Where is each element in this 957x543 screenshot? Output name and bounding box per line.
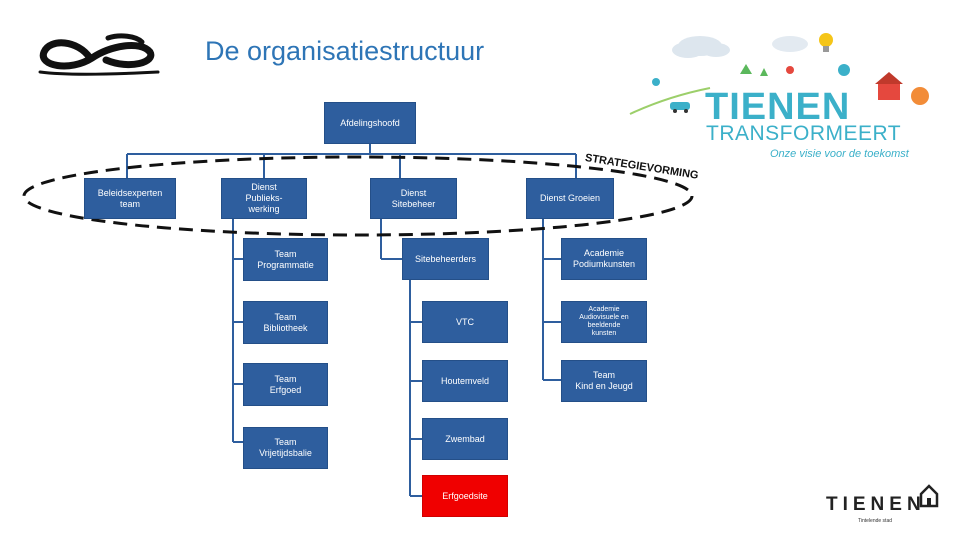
infinity-logo-icon	[38, 33, 160, 76]
tienen-campaign-illustration	[629, 33, 929, 115]
team-erfgoed: Team Erfgoed	[243, 363, 328, 406]
site-vtc: VTC	[422, 301, 508, 343]
team-vrijetijdsbalie: Team Vrijetijdsbalie	[243, 427, 328, 469]
site-houtemveld: Houtemveld	[422, 360, 508, 402]
dept-sitebeheer: Dienst Sitebeheer	[370, 178, 457, 219]
dept-publiekswerking: Dienst Publieks- werking	[221, 178, 307, 219]
dept-beleidsexperten: Beleidsexperten team	[84, 178, 176, 219]
academie-audiovisuele: Academie Audiovisuele en beeldende kunst…	[561, 301, 647, 343]
tienen-campaign-wordmark: TIENEN	[705, 86, 851, 128]
team-kind-en-jeugd: Team Kind en Jeugd	[561, 360, 647, 402]
site-erfgoedsite: Erfgoedsite	[422, 475, 508, 517]
cloud-icon	[672, 36, 808, 58]
tienen-city-wordmark: TIENEN	[826, 494, 926, 515]
page-title: De organisatiestructuur	[205, 36, 485, 66]
team-bibliotheek: Team Bibliotheek	[243, 301, 328, 344]
team-programmatie: Team Programmatie	[243, 238, 328, 281]
house-icon	[919, 484, 939, 508]
strategy-ellipse	[22, 155, 694, 237]
dept-groeien: Dienst Groeien	[526, 178, 614, 219]
tienen-city-tagline: Tintelende stad	[858, 518, 893, 524]
academie-podiumkunsten: Academie Podiumkunsten	[561, 238, 647, 280]
lightbulb-icon	[819, 33, 833, 52]
tienen-campaign-tagline: Onze visie voor de toekomst	[770, 148, 909, 160]
sitebeheerders: Sitebeheerders	[402, 238, 489, 280]
tienen-campaign-subtitle: TRANSFORMEERT	[706, 122, 902, 145]
site-zwembad: Zwembad	[422, 418, 508, 460]
org-root: Afdelingshoofd	[324, 102, 416, 144]
